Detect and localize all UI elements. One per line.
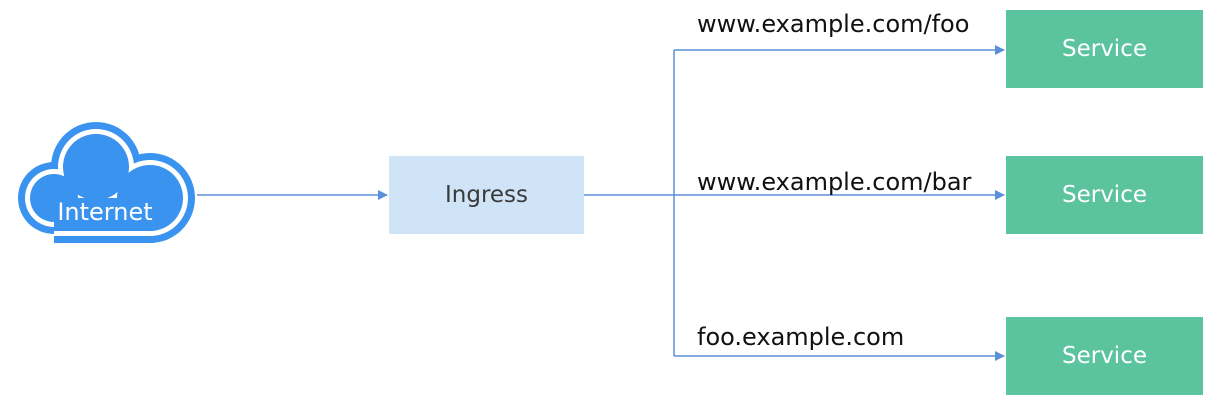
route-rule-label: foo.example.com xyxy=(697,323,905,351)
service-node: Service xyxy=(1006,156,1203,234)
route-rule-label: www.example.com/foo xyxy=(697,10,970,38)
route-rule-label: www.example.com/bar xyxy=(697,168,972,196)
service-node: Service xyxy=(1006,317,1203,395)
service-label: Service xyxy=(1061,182,1147,208)
ingress-label: Ingress xyxy=(444,182,529,208)
internet-node: Internet xyxy=(8,120,198,250)
service-label: Service xyxy=(1061,36,1147,62)
ingress-node: Ingress xyxy=(389,156,584,234)
service-node: Service xyxy=(1006,10,1203,88)
internet-label: Internet xyxy=(57,198,153,226)
cloud-icon xyxy=(18,122,195,243)
service-label: Service xyxy=(1061,343,1147,369)
